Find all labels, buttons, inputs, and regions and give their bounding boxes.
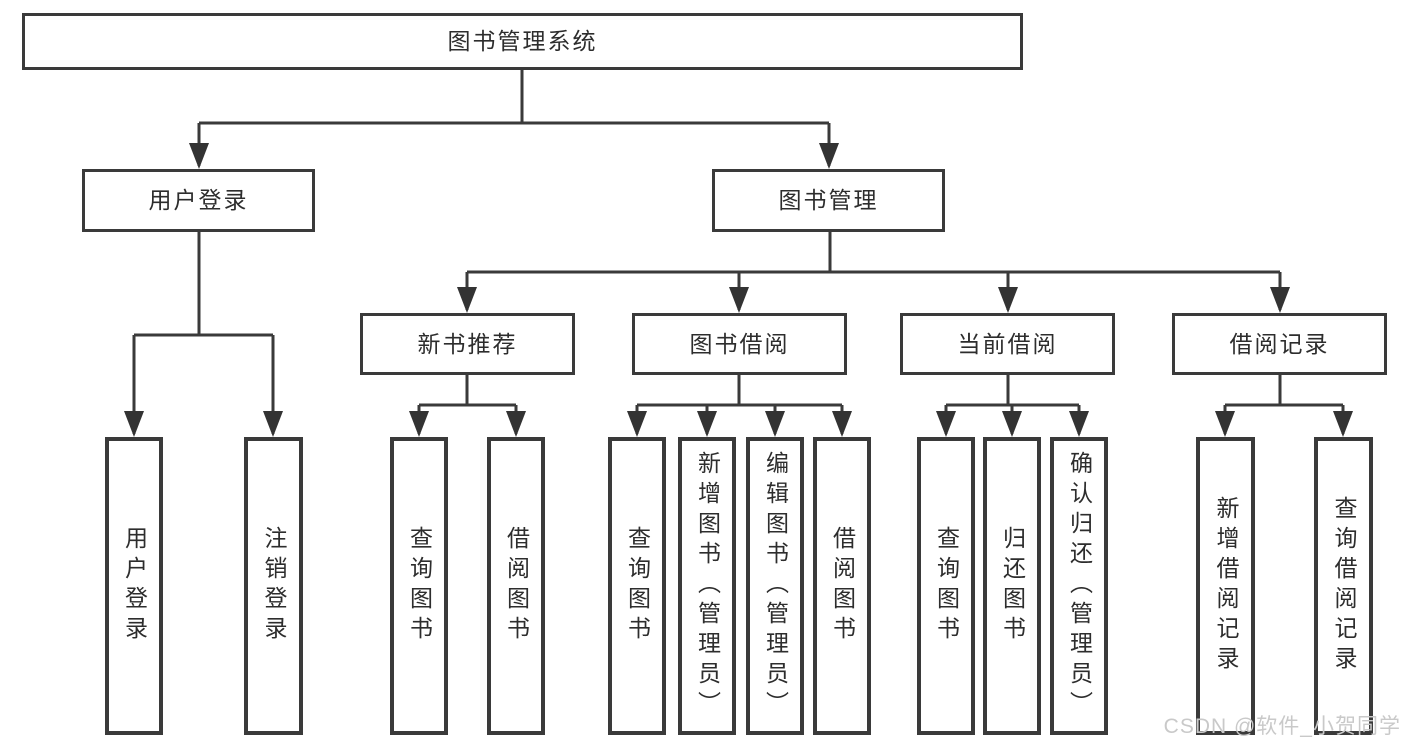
arrow-head (729, 287, 749, 313)
leaf-label: 新增借阅记录 (1213, 496, 1239, 676)
arrow-head (1270, 287, 1290, 313)
arrow-head (506, 411, 526, 437)
leaf-nb-query-books: 查询图书 (390, 437, 448, 735)
leaf-label: 用户登录 (121, 526, 148, 646)
csdn-watermark: CSDN @软件_小贺同学 (1163, 715, 1401, 738)
leaf-label: 查询图书 (406, 526, 433, 646)
node-borrow-records: 借阅记录 (1172, 313, 1387, 375)
leaf-label: 注销登录 (261, 526, 287, 646)
arrow-head (263, 411, 283, 437)
leaf-bb-query-books: 查询图书 (608, 437, 666, 735)
node-root-system: 图书管理系统 (22, 13, 1023, 70)
leaf-br-query-record: 查询借阅记录 (1314, 437, 1373, 735)
leaf-label: 借阅图书 (829, 526, 856, 646)
connector-user-login-to-leaves (132, 232, 275, 434)
leaf-nb-borrow-books: 借阅图书 (487, 437, 545, 735)
leaf-bb-add-books-admin: 新增图书（管理员） (678, 437, 736, 735)
arrow-head (936, 411, 956, 437)
leaf-bb-borrow-books: 借阅图书 (813, 437, 871, 735)
node-new-book-recommend: 新书推荐 (360, 313, 575, 375)
connector-book-management-to-level3 (465, 232, 1282, 310)
leaf-cb-query-books: 查询图书 (917, 437, 975, 735)
connector-new-book-recommend-to-leaves (417, 375, 518, 434)
leaf-label: 查询借阅记录 (1331, 496, 1357, 676)
node-user-login-branch: 用户登录 (82, 169, 315, 232)
arrow-head (1069, 411, 1089, 437)
arrow-head (409, 411, 429, 437)
arrow-head (457, 287, 477, 313)
leaf-label: 编辑图书（管理员） (762, 451, 789, 721)
arrow-head (124, 411, 144, 437)
leaf-label: 查询图书 (933, 526, 960, 646)
arrow-head (1333, 411, 1353, 437)
arrow-head (832, 411, 852, 437)
leaf-user-login: 用户登录 (105, 437, 163, 735)
arrow-head (1215, 411, 1235, 437)
leaf-label: 查询图书 (624, 526, 651, 646)
leaf-logout: 注销登录 (244, 437, 303, 735)
leaf-label: 新增图书（管理员） (694, 451, 721, 721)
leaf-bb-edit-books-admin: 编辑图书（管理员） (746, 437, 804, 735)
arrow-head (189, 143, 209, 169)
leaf-cb-return-books: 归还图书 (983, 437, 1041, 735)
arrow-head (1002, 411, 1022, 437)
arrow-head (697, 411, 717, 437)
leaf-label: 借阅图书 (503, 526, 530, 646)
leaf-br-add-record: 新增借阅记录 (1196, 437, 1255, 735)
arrow-head (819, 143, 839, 169)
connector-borrow-records-to-leaves (1223, 375, 1345, 434)
leaf-label: 确认归还（管理员） (1066, 451, 1093, 721)
node-book-borrow: 图书借阅 (632, 313, 847, 375)
arrow-head (998, 287, 1018, 313)
node-book-management: 图书管理 (712, 169, 945, 232)
connector-book-borrow-to-leaves (635, 375, 844, 434)
node-current-borrow: 当前借阅 (900, 313, 1115, 375)
arrow-head (627, 411, 647, 437)
connector-root-to-level2 (197, 70, 831, 166)
leaf-cb-confirm-return-admin: 确认归还（管理员） (1050, 437, 1108, 735)
arrow-head (765, 411, 785, 437)
leaf-label: 归还图书 (999, 526, 1026, 646)
